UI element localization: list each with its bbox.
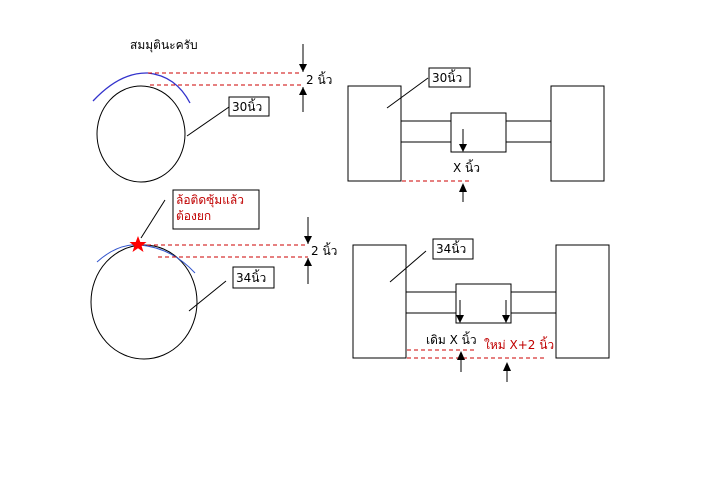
bottom-wheel-circle bbox=[90, 244, 198, 360]
arrow-down-icon bbox=[502, 315, 510, 323]
arrow-up-icon bbox=[304, 258, 312, 266]
top-right-wheel-block bbox=[550, 85, 605, 182]
top-wheel-size-box bbox=[228, 96, 270, 117]
top-clearance-label: X นิ้ว bbox=[453, 159, 480, 175]
bottom-wheel-leader bbox=[188, 280, 227, 312]
top-wheel-circle bbox=[96, 85, 186, 183]
bottom-left-wheel-block bbox=[352, 244, 407, 359]
star-icon bbox=[129, 236, 147, 252]
top-gap-label: 2 นิ้ว bbox=[306, 71, 332, 87]
top-fender-arc bbox=[92, 72, 191, 104]
bottom-axle-size-label: 34นิ้ว bbox=[436, 240, 466, 256]
top-axle-size-box bbox=[428, 67, 471, 88]
bottom-wheel-size-box bbox=[232, 266, 275, 289]
bottom-axle-size-box bbox=[432, 238, 474, 260]
title-text: สมมุตินะครับ bbox=[130, 38, 198, 53]
bottom-wheel-size-label: 34นิ้ว bbox=[236, 269, 266, 285]
top-wheel-leader bbox=[186, 106, 230, 137]
top-differential-box bbox=[450, 112, 507, 153]
new-clearance-label: ใหม่ X+2 นิ้ว bbox=[484, 336, 554, 352]
warning-label-line2: ต้องยก bbox=[176, 209, 211, 223]
warning-label-line1: ล้อติดซุ้มแล้ว bbox=[176, 193, 244, 208]
top-wheel-size-label: 30นิ้ว bbox=[232, 98, 262, 114]
bottom-wheel-diagram: ล้อติดซุ้มแล้ว ต้องยก 2 นิ้ว 34นิ้ว bbox=[90, 189, 337, 360]
arrow-up-icon bbox=[503, 362, 511, 371]
bottom-gap-label: 2 นิ้ว bbox=[311, 242, 337, 258]
arrow-down-icon bbox=[456, 315, 464, 323]
warning-leader bbox=[140, 199, 166, 239]
old-clearance-label: เดิม X นิ้ว bbox=[426, 331, 477, 347]
arrow-down-icon bbox=[299, 64, 307, 72]
arrow-down-icon bbox=[459, 144, 467, 152]
bottom-differential-box bbox=[455, 283, 512, 324]
arrow-up-icon bbox=[299, 87, 307, 95]
top-axle-diagram: X นิ้ว 30นิ้ว bbox=[347, 67, 605, 202]
warning-box bbox=[172, 189, 260, 230]
arrow-up-icon bbox=[459, 183, 467, 192]
bottom-fender-arc bbox=[96, 244, 196, 274]
top-axle-leader bbox=[386, 77, 429, 109]
arrow-down-icon bbox=[304, 236, 312, 244]
bottom-axle-diagram: เดิม X นิ้ว ใหม่ X+2 นิ้ว 34นิ้ว bbox=[352, 238, 610, 382]
top-left-wheel-block bbox=[347, 85, 402, 182]
top-axle-size-label: 30นิ้ว bbox=[432, 69, 462, 85]
arrow-up-icon bbox=[457, 351, 465, 360]
top-wheel-diagram: 2 นิ้ว 30นิ้ว bbox=[92, 44, 332, 183]
bottom-right-wheel-block bbox=[555, 244, 610, 359]
bottom-axle-leader bbox=[389, 250, 427, 283]
